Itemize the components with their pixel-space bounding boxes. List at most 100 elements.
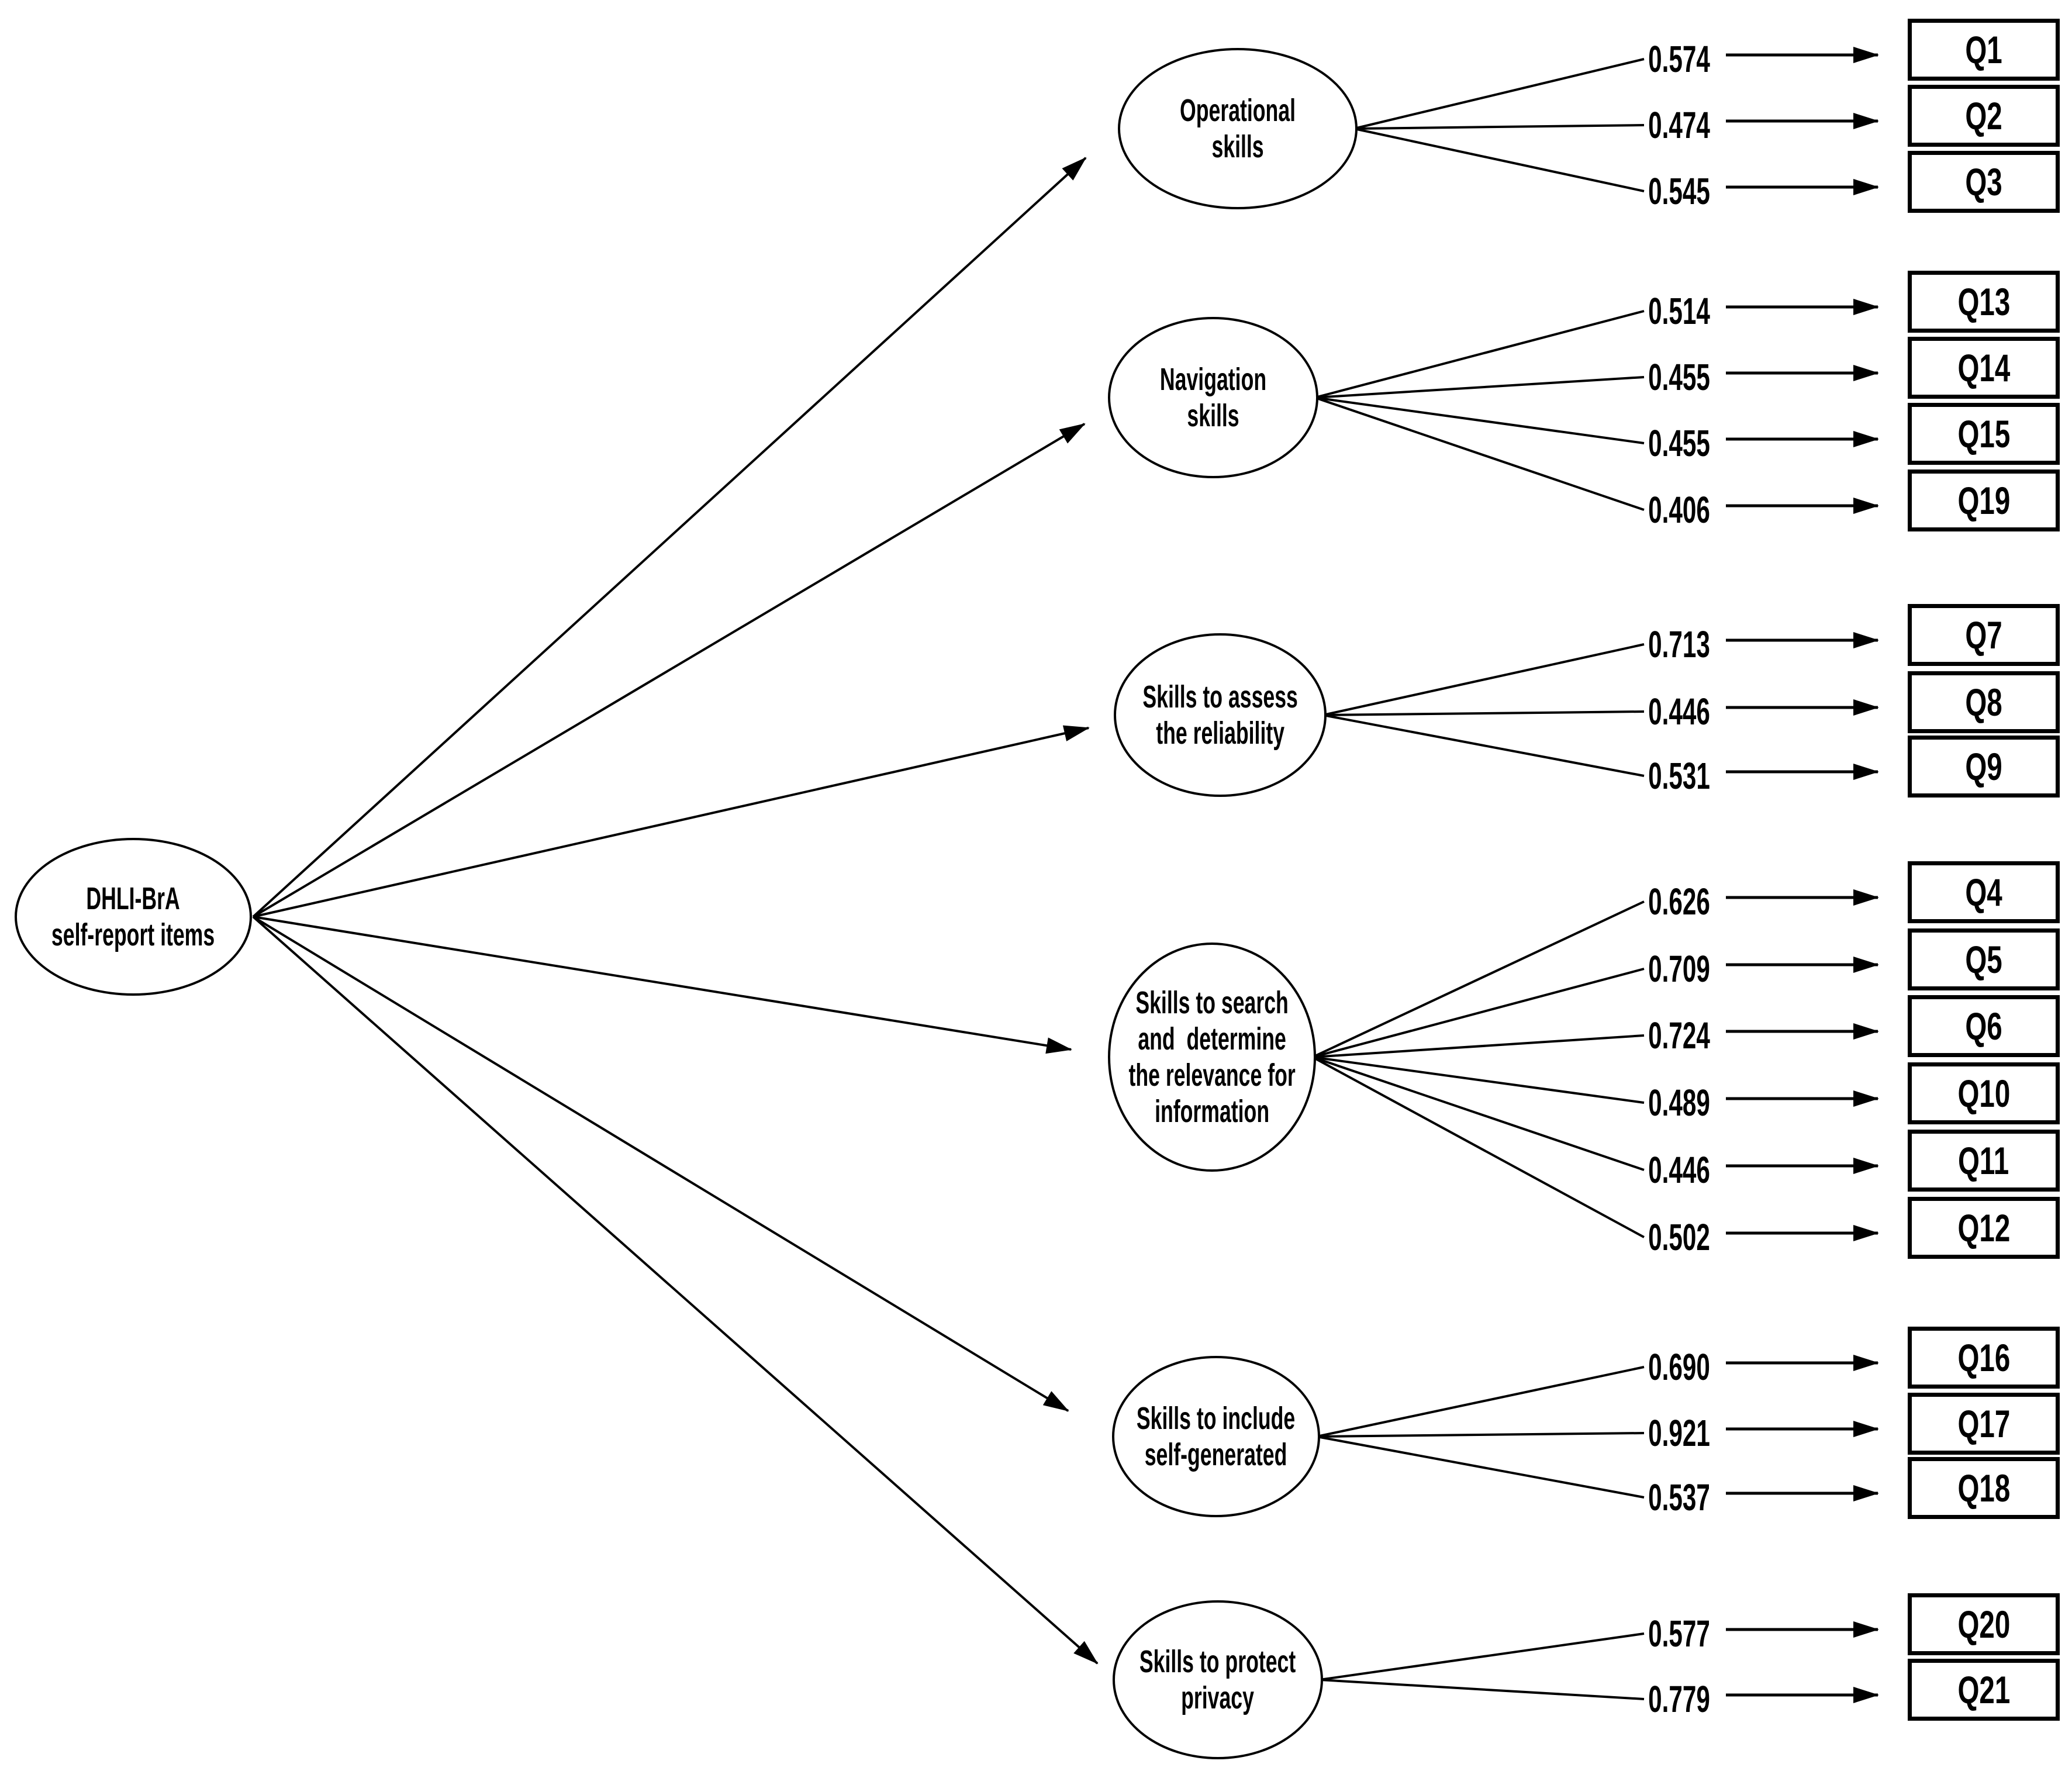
item-connector-line [1322,714,1645,777]
item-label: Q18 [1957,1466,2010,1510]
factor-label-line: the reliability [1156,716,1284,751]
item-label: Q9 [1965,745,2002,788]
loading-value: 0.724 [1615,1014,1743,1057]
item-box-q3: Q3 [1908,151,2060,213]
factor-label-line: information [1154,1094,1269,1129]
loading-value-text: 0.626 [1648,881,1710,923]
loading-value-text: 0.455 [1648,422,1710,464]
factor-label-line: Navigation [1159,362,1267,397]
loading-value: 0.713 [1615,623,1743,665]
item-connector-line [1312,1056,1645,1238]
loading-value-text: 0.690 [1648,1346,1710,1388]
factor-path-arrow-include-self-generated [252,916,1069,1412]
item-connector-line [1322,710,1645,716]
loading-value-text: 0.474 [1648,104,1710,146]
source-label-line: DHLI-BrA [86,881,181,916]
item-connector-line [1319,1679,1645,1700]
loading-value: 0.577 [1615,1613,1743,1655]
loading-value: 0.709 [1615,948,1743,990]
item-label: Q3 [1965,160,2002,203]
factor-label-line: skills [1187,398,1239,433]
loading-value: 0.406 [1615,489,1743,531]
item-label: Q16 [1957,1336,2010,1379]
source-label-line: self-report items [51,917,215,952]
item-box-q9: Q9 [1908,736,2060,798]
item-label: Q5 [1965,938,2002,981]
item-box-q19: Q19 [1908,469,2060,531]
item-label: Q12 [1957,1206,2010,1249]
item-box-q2: Q2 [1908,85,2060,147]
item-connector-line [1316,1432,1645,1438]
factor-label-line: the relevance for [1128,1058,1296,1093]
item-connector-line [1312,900,1645,1058]
loading-value: 0.545 [1615,170,1743,212]
item-box-q10: Q10 [1908,1062,2060,1124]
item-box-q7: Q7 [1908,604,2060,666]
item-connector-line [1316,1435,1645,1499]
item-label: Q4 [1965,871,2002,914]
latent-source-ellipse: DHLI-BrA self-report items [15,838,252,996]
item-box-q18: Q18 [1908,1457,2060,1519]
loading-value: 0.446 [1615,691,1743,733]
loading-value: 0.455 [1615,356,1743,398]
item-connector-line [1322,643,1645,716]
factor-path-arrow-navigation-skills [252,423,1086,918]
item-label: Q14 [1957,346,2010,389]
item-label: Q8 [1965,681,2002,724]
factor-label-line: Skills to include [1137,1401,1296,1436]
loading-value: 0.502 [1615,1216,1743,1258]
item-label: Q15 [1957,412,2010,455]
item-connector-line [1353,127,1645,192]
loading-value-text: 0.537 [1648,1476,1710,1518]
item-connector-line [1314,396,1645,444]
loading-value-text: 0.446 [1648,691,1710,733]
item-connector-line [1312,968,1645,1058]
item-connector-line [1319,1632,1645,1681]
loading-value: 0.690 [1615,1346,1743,1388]
item-box-q5: Q5 [1908,928,2060,990]
item-box-q1: Q1 [1908,19,2060,81]
factor-path-arrow-operational-skills [252,157,1087,918]
item-label: Q1 [1965,28,2002,71]
loading-value: 0.574 [1615,38,1743,80]
loading-value: 0.537 [1615,1476,1743,1518]
item-connector-line [1314,396,1645,511]
factor-label-line: Skills to protect [1139,1644,1296,1679]
item-connector-line [1312,1056,1645,1104]
loading-value-text: 0.779 [1648,1678,1710,1720]
loading-value: 0.514 [1615,290,1743,332]
loading-value-text: 0.406 [1648,489,1710,531]
item-box-q8: Q8 [1908,671,2060,733]
item-box-q13: Q13 [1908,271,2060,333]
loading-value-text: 0.489 [1648,1082,1710,1124]
loading-value-text: 0.574 [1648,38,1710,80]
loading-value: 0.474 [1615,104,1743,146]
item-label: Q2 [1965,94,2002,137]
loading-value-text: 0.531 [1648,755,1710,797]
item-connector-line [1314,376,1645,399]
item-box-q17: Q17 [1908,1393,2060,1455]
loading-value: 0.489 [1615,1082,1743,1124]
factor-label-line: privacy [1181,1680,1255,1715]
item-label: Q7 [1965,613,2002,657]
factor-path-arrow-protect-privacy [252,916,1099,1665]
loading-value-text: 0.514 [1648,290,1710,332]
item-box-q20: Q20 [1908,1593,2060,1655]
item-label: Q10 [1957,1072,2010,1115]
loading-value-text: 0.446 [1648,1149,1710,1191]
loading-value: 0.455 [1615,422,1743,464]
loading-value-text: 0.921 [1648,1412,1710,1454]
loading-value-text: 0.724 [1648,1014,1710,1057]
item-label: Q13 [1957,280,2010,323]
item-connector-line [1316,1366,1645,1438]
item-label: Q6 [1965,1004,2002,1048]
item-connector-line [1314,310,1645,399]
